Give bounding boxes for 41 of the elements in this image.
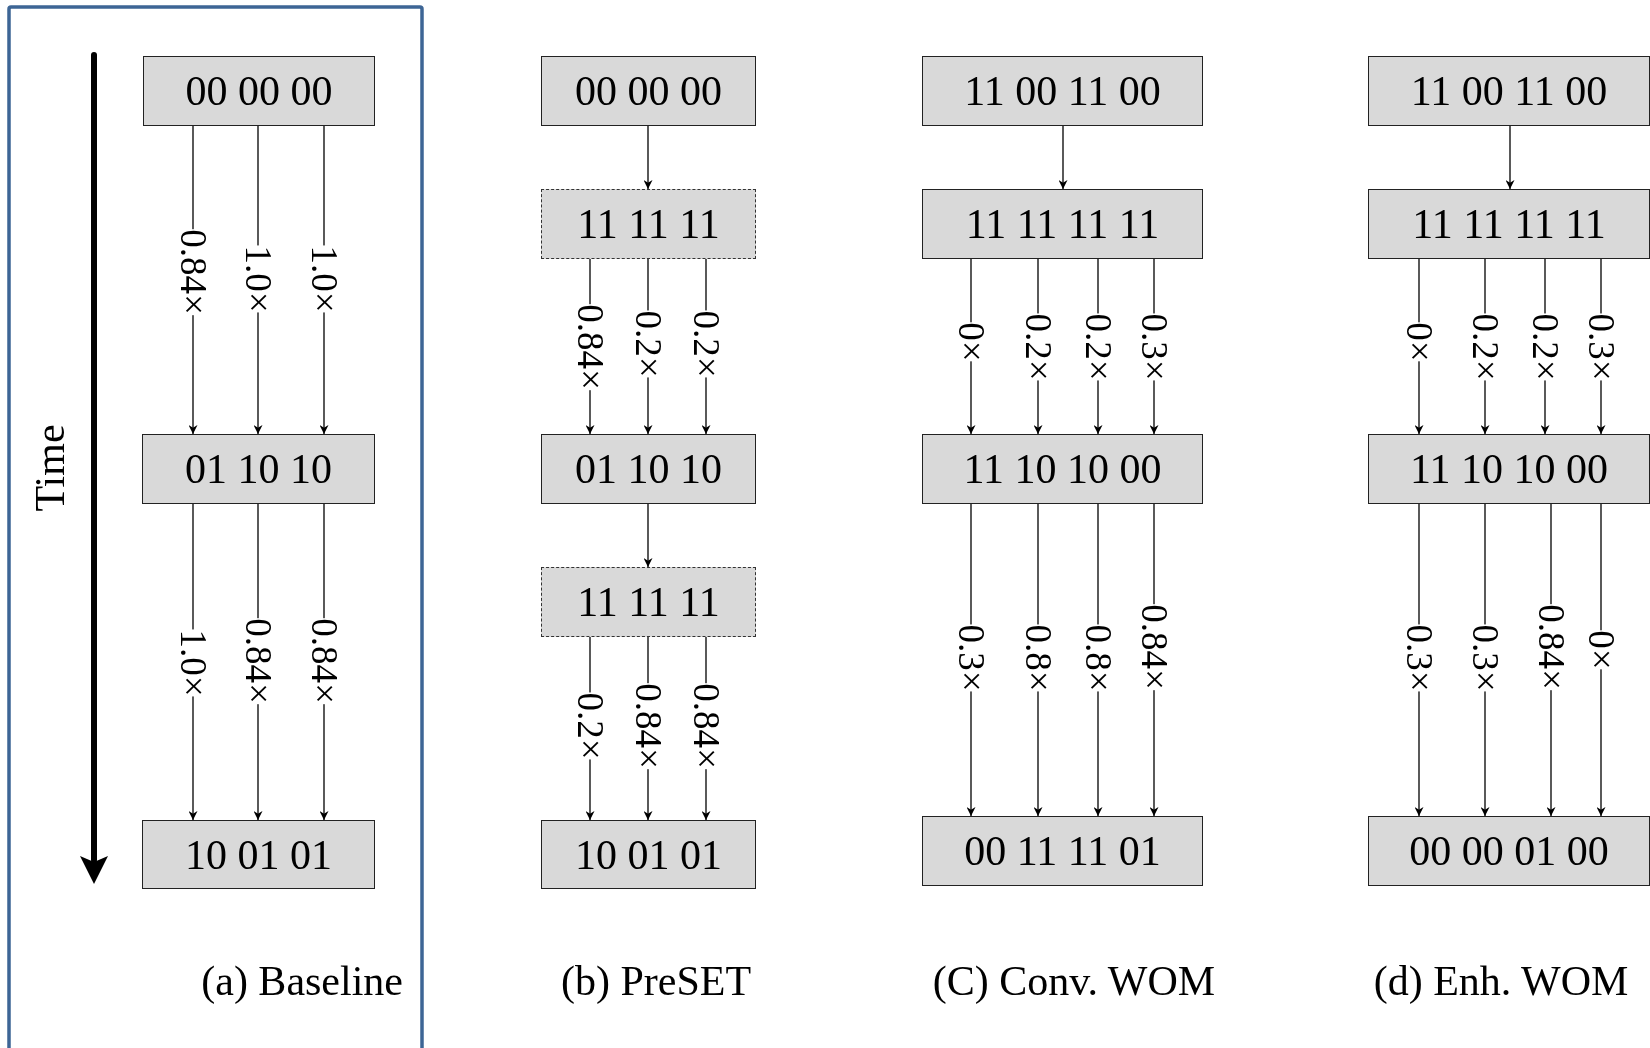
data-box (922, 189, 1203, 259)
data-box (142, 434, 375, 504)
panel-caption: (C) Conv. WOM (932, 960, 1216, 1002)
data-box (1368, 816, 1650, 886)
data-box (1368, 189, 1650, 259)
panel-caption: (b) PreSET (560, 960, 752, 1002)
data-box (922, 434, 1203, 504)
bit-pattern: 11 11 11 (577, 203, 720, 245)
bit-pattern: 10 01 01 (185, 833, 332, 876)
data-box (1368, 434, 1650, 504)
arrow (1058, 125, 1068, 190)
preset-box (541, 567, 756, 637)
bit-pattern: 00 00 01 00 (1409, 830, 1609, 872)
bit-pattern: 11 11 11 (577, 581, 720, 623)
data-box (143, 56, 375, 126)
bit-pattern: 01 10 10 (185, 448, 332, 490)
data-box (922, 816, 1203, 886)
arrow (643, 125, 653, 190)
arrow (643, 503, 653, 568)
panel-caption: (a) Baseline (201, 960, 403, 1002)
bit-pattern: 00 11 11 01 (964, 830, 1161, 872)
data-box (142, 820, 375, 889)
bit-pattern: 11 11 11 11 (1412, 203, 1606, 245)
bit-pattern: 11 10 10 00 (1410, 448, 1608, 490)
data-box (541, 56, 756, 126)
panel-caption: (d) Enh. WOM (1373, 960, 1629, 1002)
bit-pattern: 11 10 10 00 (963, 448, 1162, 490)
axis-label: Time (29, 424, 71, 512)
bit-pattern: 10 01 01 (575, 833, 722, 876)
bit-pattern: 00 00 00 (575, 70, 722, 112)
data-box (1368, 56, 1650, 126)
preset-box (541, 189, 756, 259)
bit-pattern: 01 10 10 (575, 448, 722, 490)
arrow (1505, 125, 1515, 190)
bit-pattern: 00 00 00 (185, 70, 333, 112)
bit-pattern: 11 11 11 11 (965, 203, 1160, 245)
bit-pattern: 11 00 11 00 (964, 70, 1161, 112)
data-box (922, 56, 1203, 126)
bit-pattern: 11 00 11 00 (1410, 70, 1608, 112)
data-box (541, 820, 756, 889)
data-box (541, 434, 756, 504)
